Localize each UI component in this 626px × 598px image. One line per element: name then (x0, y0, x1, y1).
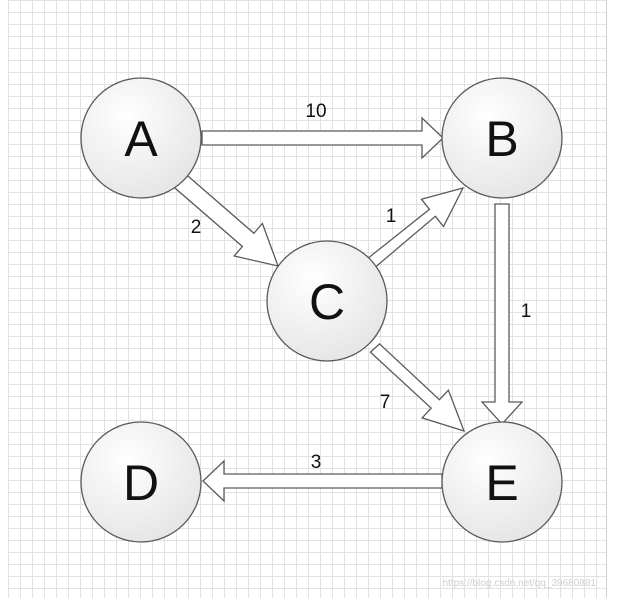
node-b: B (441, 77, 563, 199)
edge-a-b (201, 116, 444, 160)
edge-b-e-weight: 1 (521, 301, 532, 322)
edge-e-d-weight: 3 (311, 452, 322, 473)
edge-c-e-arrow (369, 343, 466, 433)
node-a-label: A (124, 111, 158, 167)
watermark: https://blog.csdn.net/qq_39680881 (443, 578, 597, 589)
node-d-label: D (123, 455, 159, 511)
node-e: E (441, 421, 563, 543)
node-e-label: E (485, 455, 518, 511)
edge-c-e (369, 343, 466, 433)
edge-a-b-weight: 10 (305, 101, 326, 122)
edge-a-c-arrow (173, 173, 280, 267)
edge-a-c-weight: 2 (191, 217, 202, 238)
node-a: A (80, 77, 202, 199)
edge-a-c (173, 173, 280, 267)
node-b-label: B (485, 111, 518, 167)
edge-c-b-arrow (365, 186, 465, 270)
node-a-circle (80, 77, 202, 199)
node-c: C (266, 240, 388, 362)
edge-e-d (202, 459, 443, 503)
edge-b-e (480, 203, 524, 425)
node-d: D (80, 421, 202, 543)
edge-b-e-arrow (480, 203, 524, 425)
edge-e-d-arrow (202, 459, 443, 503)
node-c-label: C (309, 274, 345, 330)
node-c-circle (266, 240, 388, 362)
edge-c-e-weight: 7 (380, 392, 391, 413)
node-d-circle (80, 421, 202, 543)
edge-c-b (365, 186, 465, 270)
node-e-circle (441, 421, 563, 543)
edge-a-b-arrow (201, 116, 444, 160)
edge-c-b-weight: 1 (386, 206, 397, 227)
node-b-circle (441, 77, 563, 199)
